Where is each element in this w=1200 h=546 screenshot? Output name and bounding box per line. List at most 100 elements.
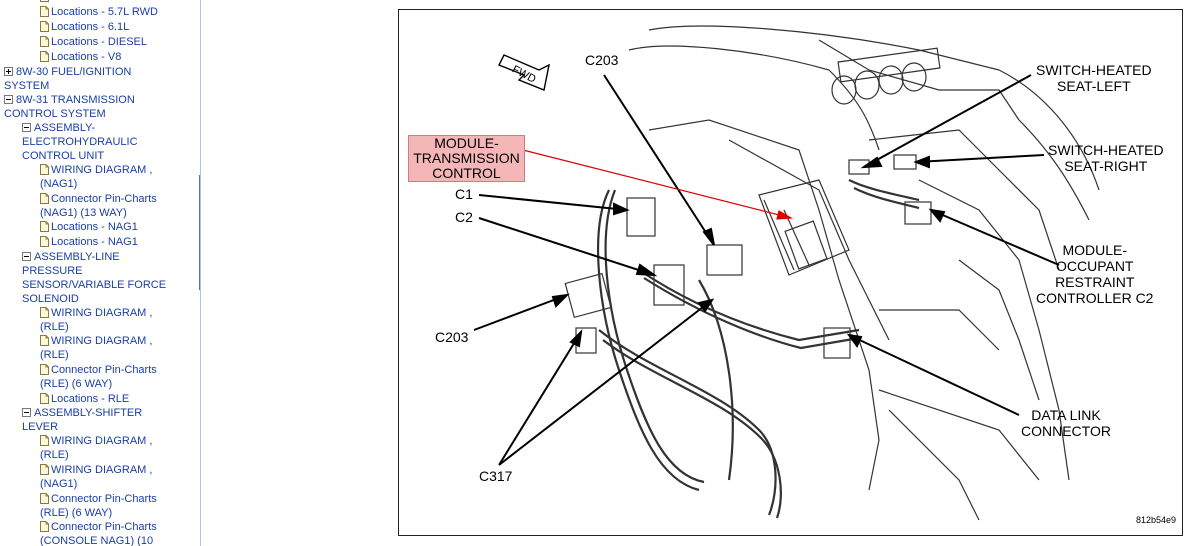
- document-icon: [40, 6, 51, 18]
- callout-c317: C317: [479, 468, 513, 484]
- tree-item-label[interactable]: Locations - 5.7L RWD: [51, 6, 158, 18]
- tree-item-label[interactable]: ASSEMBLY-LINE: [34, 251, 120, 263]
- callout-c203-top: C203: [585, 52, 619, 68]
- tree-item-label[interactable]: Connector Pin-Charts: [51, 493, 157, 505]
- tree-item-label[interactable]: ASSEMBLY-: [34, 122, 96, 134]
- tree-item-label[interactable]: WIRING DIAGRAM ,: [51, 307, 153, 319]
- tcm-highlight-leader: [522, 149, 793, 220]
- tree-item-label[interactable]: ASSEMBLY-SHIFTER: [34, 407, 143, 419]
- c203-left-connector-sketch: [564, 272, 612, 319]
- c1-connector-sketch: [626, 197, 656, 237]
- tree-item-folder[interactable]: 8W-30 FUEL/IGNITION: [4, 65, 131, 79]
- document-icon: [40, 236, 51, 248]
- document-icon: [40, 493, 51, 505]
- tree-item-document[interactable]: Locations - NAG1: [40, 220, 138, 234]
- tree-item-document[interactable]: WIRING DIAGRAM ,: [40, 163, 152, 177]
- tree-item-document[interactable]: Locations - 6.1L: [40, 20, 129, 34]
- tree-item-label-continuation[interactable]: CONTROL UNIT: [22, 150, 105, 162]
- collapse-minus-icon[interactable]: [4, 94, 16, 106]
- tree-item-label-continuation[interactable]: (RLE) (6 WAY): [40, 507, 113, 519]
- tree-item-label-continuation[interactable]: (NAG1) (13 WAY): [40, 207, 127, 219]
- navigation-tree-pane[interactable]: Locations - 5.7L AWD Locations - 5.7L RWD…: [0, 0, 201, 546]
- tree-item-document[interactable]: Locations - DIESEL: [40, 35, 147, 49]
- tree-item-label-continuation[interactable]: (NAG1): [40, 178, 78, 190]
- tree-item-document[interactable]: Connector Pin-Charts: [40, 192, 157, 206]
- wiring-location-diagram: FWD: [398, 9, 1183, 536]
- tree-item-label[interactable]: WIRING DIAGRAM ,: [51, 164, 153, 176]
- document-icon: [40, 221, 51, 233]
- tree-item-document[interactable]: Locations - 5.7L AWD: [40, 0, 157, 4]
- tree-item-label[interactable]: Locations - 6.1L: [51, 21, 130, 33]
- tree-item-document[interactable]: Connector Pin-Charts: [40, 492, 157, 506]
- tree-item-label[interactable]: Locations - NAG1: [51, 236, 138, 248]
- callout-c1: C1: [455, 186, 473, 202]
- diagram-drawing: FWD: [473, 25, 1100, 521]
- tree-item-document[interactable]: WIRING DIAGRAM ,: [40, 434, 152, 448]
- callout-module-occupant-restraint-controller: MODULE- OCCUPANT RESTRAINT CONTROLLER C2: [1036, 242, 1154, 306]
- document-icon: [40, 36, 51, 48]
- callout-switch-heated-seat-right: SWITCH-HEATED SEAT-RIGHT: [1048, 142, 1164, 174]
- tree-item-label-continuation[interactable]: SENSOR/VARIABLE FORCE: [22, 279, 167, 291]
- tree-item-label[interactable]: Connector Pin-Charts: [51, 521, 157, 533]
- tree-item-label[interactable]: Connector Pin-Charts: [51, 364, 157, 376]
- tree-item-folder[interactable]: 8W-31 TRANSMISSION: [4, 93, 135, 107]
- tree-item-label[interactable]: Locations - RLE: [51, 393, 130, 405]
- tree-item-label[interactable]: 8W-30 FUEL/IGNITION: [16, 66, 132, 78]
- document-icon: [40, 21, 51, 33]
- forward-arrow-icon: FWD: [498, 54, 550, 91]
- tree-item-document[interactable]: WIRING DIAGRAM ,: [40, 463, 152, 477]
- tree-item-label-continuation[interactable]: ELECTROHYDRAULIC: [22, 136, 138, 148]
- document-icon: [40, 435, 51, 447]
- expand-plus-icon[interactable]: [4, 66, 16, 78]
- occupant-connector-sketch: [904, 201, 932, 225]
- tree-item-document[interactable]: WIRING DIAGRAM ,: [40, 306, 152, 320]
- tree-item-label-continuation[interactable]: LEVER: [22, 421, 59, 433]
- document-icon: [40, 193, 51, 205]
- tree-item-label-continuation[interactable]: CONTROL SYSTEM: [4, 108, 106, 120]
- tree-item-label[interactable]: WIRING DIAGRAM ,: [51, 464, 153, 476]
- document-icon: [40, 0, 51, 3]
- tree-item-label-continuation[interactable]: (NAG1): [40, 478, 78, 490]
- document-icon: [40, 335, 51, 347]
- document-icon: [40, 464, 51, 476]
- tree-item-label[interactable]: Locations - DIESEL: [51, 36, 147, 48]
- tree-item-label[interactable]: Locations - NAG1: [51, 221, 138, 233]
- tree-item-label[interactable]: WIRING DIAGRAM ,: [51, 335, 153, 347]
- collapse-minus-icon[interactable]: [22, 251, 34, 263]
- callout-switch-heated-seat-left: SWITCH-HEATED SEAT-LEFT: [1036, 62, 1152, 94]
- tree-item-label[interactable]: Locations - 5.7L AWD: [51, 0, 157, 3]
- tree-item-label[interactable]: Locations - V8: [51, 51, 122, 63]
- document-icon: [40, 307, 51, 319]
- tree-scroll-indicator[interactable]: [184, 175, 200, 290]
- tree-item-document[interactable]: Locations - V8: [40, 50, 121, 64]
- c203-connector-sketch: [706, 244, 743, 276]
- tree-item-label[interactable]: Connector Pin-Charts: [51, 193, 157, 205]
- callout-data-link-connector: DATA LINK CONNECTOR: [1021, 407, 1111, 439]
- tree-item-label-continuation[interactable]: (RLE) (6 WAY): [40, 378, 113, 390]
- tree-item-document[interactable]: Locations - RLE: [40, 392, 129, 406]
- tree-item-folder[interactable]: ASSEMBLY-LINE: [22, 250, 120, 264]
- document-icon: [40, 164, 51, 176]
- tree-item-label[interactable]: WIRING DIAGRAM ,: [51, 435, 153, 447]
- collapse-minus-icon[interactable]: [22, 407, 34, 419]
- tree-item-folder[interactable]: ASSEMBLY-: [22, 121, 95, 135]
- tree-item-label-continuation[interactable]: (RLE): [40, 349, 69, 361]
- document-icon: [40, 393, 51, 405]
- tree-item-folder[interactable]: ASSEMBLY-SHIFTER: [22, 406, 142, 420]
- tree-item-label-continuation[interactable]: SYSTEM: [4, 80, 50, 92]
- tree-item-label[interactable]: 8W-31 TRANSMISSION: [16, 94, 135, 106]
- tree-item-label-continuation[interactable]: (CONSOLE NAG1) (10: [40, 535, 154, 546]
- tree-item-document[interactable]: Locations - 5.7L RWD: [40, 5, 158, 19]
- tree-item-document[interactable]: Connector Pin-Charts: [40, 520, 157, 534]
- tree-item-label-continuation[interactable]: PRESSURE: [22, 265, 83, 277]
- tree-item-label-continuation[interactable]: (RLE): [40, 321, 69, 333]
- tree-item-document[interactable]: Locations - NAG1: [40, 235, 138, 249]
- tree-item-label-continuation[interactable]: SOLENOID: [22, 293, 79, 305]
- tree-item-document[interactable]: Connector Pin-Charts: [40, 363, 157, 377]
- tree-item-label-continuation[interactable]: (RLE): [40, 449, 69, 461]
- document-icon: [40, 51, 51, 63]
- switch-right-connector-sketch: [893, 154, 917, 170]
- tree-item-document[interactable]: WIRING DIAGRAM ,: [40, 334, 152, 348]
- hvac-knobs-sketch: [831, 47, 941, 105]
- collapse-minus-icon[interactable]: [22, 122, 34, 134]
